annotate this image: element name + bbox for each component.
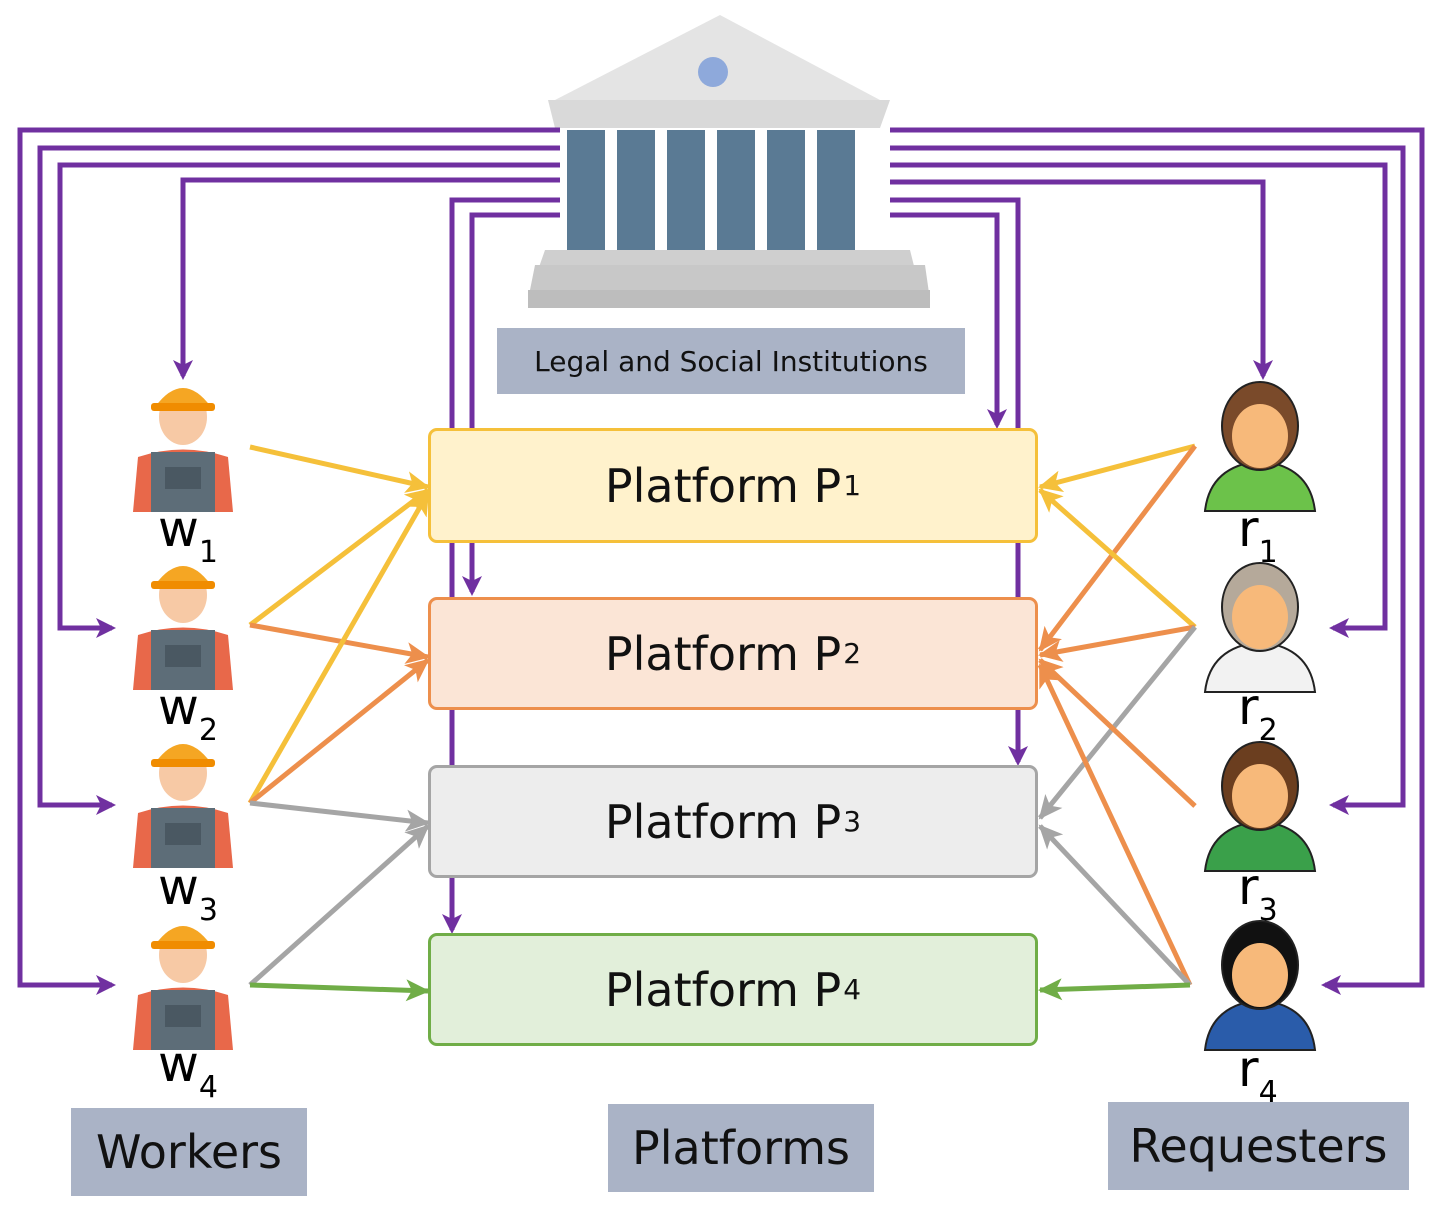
arrow-r4-p3 [1038, 824, 1192, 987]
worker-w3-label: w3 [158, 858, 218, 928]
arrow-r1-p2 [1038, 444, 1197, 652]
arrow-inst-to-r3 [890, 145, 1406, 815]
arrow-inst-to-p3 [890, 197, 1028, 766]
requester-icon [1203, 381, 1317, 512]
institution-arrows [17, 127, 1425, 995]
arrow-inst-to-r2 [890, 162, 1388, 638]
platform-p3-sub: 3 [843, 805, 862, 838]
institution-label: Legal and Social Institutions [497, 328, 965, 394]
arrow-inst-to-w1 [173, 177, 560, 380]
platform-p2-sub: 2 [843, 637, 862, 670]
arrow-inst-to-w3 [37, 145, 560, 815]
arrow-r4-p4 [1038, 978, 1191, 1001]
worker-icon [133, 926, 233, 1050]
requester-icon [1203, 920, 1317, 1051]
workers-caption: Workers [71, 1108, 307, 1196]
platform-p2-label: Platform P [604, 626, 842, 681]
arrow-w3-p2 [248, 658, 430, 805]
arrow-w2-p2 [249, 622, 430, 664]
requester-r4-label: r4 [1238, 1040, 1278, 1110]
requester-icon [1203, 741, 1317, 872]
worker-w1-label: w1 [158, 500, 218, 570]
worker-icon [133, 388, 233, 512]
arrow-w2-p1 [248, 488, 430, 627]
arrow-w1-p1 [249, 444, 430, 493]
participation-arrows [247, 443, 1197, 1002]
platform-p1-label: Platform P [604, 458, 842, 513]
arrow-inst-to-p1 [890, 212, 1007, 429]
arrow-w4-p4 [249, 979, 430, 1002]
platform-p4-sub: 4 [843, 973, 862, 1006]
requesters-caption: Requesters [1108, 1102, 1409, 1190]
arrow-r1-p1 [1038, 443, 1196, 493]
platform-p4-label: Platform P [604, 962, 842, 1017]
arrow-inst-to-w2 [57, 162, 560, 638]
requester-r1-label: r1 [1238, 500, 1278, 570]
arrow-w4-p3 [248, 824, 430, 987]
platforms-caption: Platforms [608, 1104, 874, 1192]
requester-r3-label: r3 [1238, 858, 1278, 928]
platform-p3-label: Platform P [604, 794, 842, 849]
worker-w4-label: w4 [158, 1035, 218, 1105]
arrow-r2-p1 [1038, 488, 1197, 629]
worker-icon [133, 744, 233, 868]
institution-building-icon [528, 15, 930, 308]
arrow-inst-to-r4 [890, 127, 1425, 995]
arrow-w3-p1 [247, 491, 431, 805]
worker-icon [133, 566, 233, 690]
arrow-r3-p2 [1038, 658, 1197, 808]
worker-w2-label: w2 [158, 678, 218, 748]
arrow-inst-to-w4 [17, 127, 560, 995]
arrow-r4-p2 [1037, 663, 1193, 987]
arrow-inst-to-r1 [890, 179, 1273, 380]
requester-r2-label: r2 [1238, 678, 1278, 748]
arrow-r2-p2 [1038, 624, 1196, 662]
arrow-r2-p3 [1038, 625, 1197, 820]
requester-icon [1203, 562, 1317, 693]
arrow-w3-p3 [249, 800, 430, 832]
platform-p1-sub: 1 [843, 469, 862, 502]
